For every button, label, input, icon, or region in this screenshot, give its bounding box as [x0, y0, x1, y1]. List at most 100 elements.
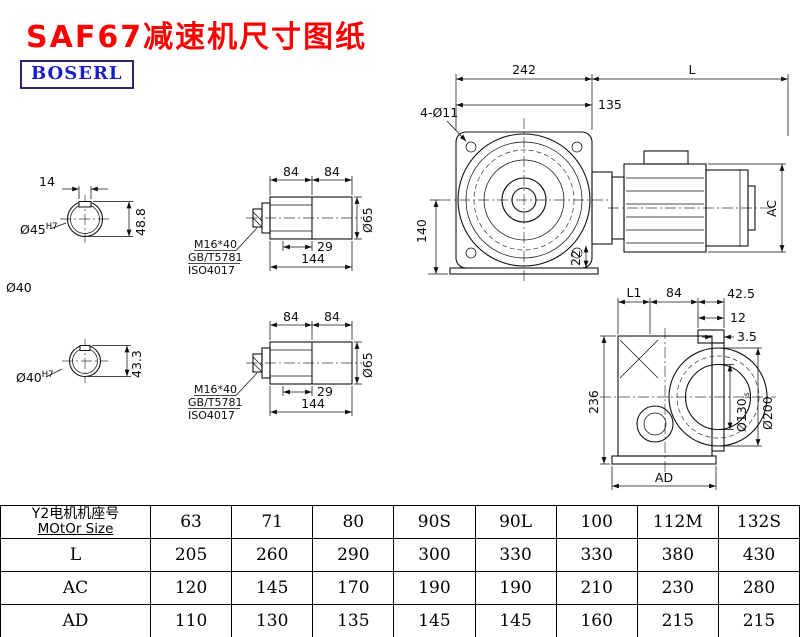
table-row-AD: AD 110 130 135 145 145 160 215 215 [0, 604, 800, 637]
front-view: 242 L 135 4-Ø11 140 22 AC [414, 62, 789, 284]
table-cell: 100 [555, 505, 638, 539]
note-bolt: M16*40 [194, 383, 237, 396]
dim-12: 12 [730, 310, 746, 325]
table-cell: 300 [393, 538, 476, 572]
table-cell: 71 [231, 505, 314, 539]
table-cell: 132S [717, 505, 800, 539]
dim-14: 14 [39, 174, 55, 189]
table-cell: 130 [231, 604, 314, 637]
dim-O200: Ø200 [760, 396, 775, 430]
dim-22: 22 [568, 250, 583, 266]
header-en: MOtOr Size [37, 521, 114, 538]
dimension-lines [600, 298, 762, 490]
table-row-L: L 205 260 290 300 330 330 380 430 [0, 538, 800, 572]
shaft-outline [68, 344, 102, 378]
note-standard-iso: ISO4017 [188, 409, 235, 422]
dim-42-5: 42.5 [727, 286, 755, 301]
dim-140: 140 [414, 219, 429, 243]
table-header-motor-size: Y2电机机座号 MOtOr Size [0, 505, 151, 539]
dim-43-3: 43.3 [129, 350, 144, 378]
shaft-detail-view-1: 84 84 29 144 Ø65 M16*40 GB/T5781 ISO4017 [188, 164, 375, 277]
motor-outline [591, 150, 756, 253]
dim-O65: Ø65 [360, 352, 375, 378]
table-cell: 260 [231, 538, 314, 572]
table-cell: 110 [149, 604, 233, 637]
shaft-outline [252, 196, 353, 240]
note-standard-gb: GB/T5781 [188, 251, 243, 264]
dim-144: 144 [301, 396, 325, 411]
table-cell: 330 [555, 538, 638, 572]
dim-AC: AC [764, 200, 779, 217]
table-cell: 135 [312, 604, 395, 637]
dimension-lines [45, 345, 131, 378]
dim-84-left: 84 [283, 164, 299, 179]
dim-84-right: 84 [324, 309, 340, 324]
shaft-end-view-1: 14 48.8 Ø45H7 Ø40 [6, 174, 148, 295]
table-cell: 380 [636, 538, 719, 572]
table-cell: 290 [312, 538, 395, 572]
table-cell: 280 [717, 571, 800, 605]
table-cell: 215 [717, 604, 800, 637]
dim-84-left: 84 [283, 309, 299, 324]
table-cell: 170 [312, 571, 395, 605]
table-row-label: AC [0, 571, 151, 605]
table-cell: 90S [393, 505, 476, 539]
table-cell: 90L [474, 505, 557, 539]
table-cell: 210 [555, 571, 638, 605]
table-cell: 160 [555, 604, 638, 637]
dimension-lines [188, 321, 362, 416]
shaft-outline [66, 200, 104, 238]
dim-144: 144 [301, 251, 325, 266]
table-cell: 80 [312, 505, 395, 539]
table-cell: 205 [149, 538, 233, 572]
table-cell: 190 [393, 571, 476, 605]
label-bore-O45H7: Ø45H7 [20, 222, 58, 237]
table-cell: 145 [231, 571, 314, 605]
housing-outline [611, 329, 768, 465]
table-cell: 215 [636, 604, 719, 637]
note-standard-iso: ISO4017 [188, 264, 235, 277]
dim-29: 29 [317, 239, 333, 254]
label-4xO11: 4-Ø11 [420, 105, 458, 120]
table-cell: 230 [636, 571, 719, 605]
dim-236: 236 [586, 390, 601, 414]
dim-84: 84 [666, 285, 682, 300]
table-cell: 112M [636, 505, 719, 539]
motor-size-table: Y2电机机座号 MOtOr Size 63 71 80 90S 90L 100 … [0, 505, 800, 637]
dim-O130: Ø130js [734, 392, 751, 432]
note-standard-gb: GB/T5781 [188, 396, 243, 409]
shaft-outline [252, 341, 353, 385]
table-cell: 430 [717, 538, 800, 572]
shaft-end-view-2: 43.3 Ø40H7 [16, 339, 144, 385]
table-row-AC: AC 120 145 170 190 190 210 230 280 [0, 571, 800, 605]
dim-AD: AD [655, 470, 673, 485]
table-cell: 145 [474, 604, 557, 637]
table-cell: 145 [393, 604, 476, 637]
dim-84-right: 84 [324, 164, 340, 179]
dim-135: 135 [598, 97, 622, 112]
dim-3-5: 3.5 [737, 329, 757, 344]
dimension-lines [428, 74, 789, 275]
shaft-detail-view-2: 84 84 29 144 Ø65 M16*40 GB/T5781 ISO4017 [188, 309, 375, 422]
label-O40: Ø40 [6, 280, 32, 295]
dim-O65: Ø65 [360, 207, 375, 233]
brand-logo: BOSERL [20, 60, 134, 89]
label-bore-O40H7: Ø40H7 [16, 370, 54, 385]
table-cell: 63 [149, 505, 233, 539]
table-cell: 120 [149, 571, 233, 605]
centerlines [600, 328, 776, 472]
table-row-label: L [0, 538, 151, 572]
centerlines [440, 118, 772, 284]
side-view: L1 84 42.5 12 3.5 236 Ø130js Ø200 AD [586, 285, 776, 490]
technical-drawing: 14 48.8 Ø45H7 Ø40 43.3 Ø40H7 [6, 62, 789, 490]
dimension-lines [188, 176, 362, 271]
dim-242: 242 [512, 62, 536, 77]
table-row-sizes: Y2电机机座号 MOtOr Size 63 71 80 90S 90L 100 … [0, 505, 800, 539]
dim-L: L [689, 62, 696, 77]
dim-L1: L1 [627, 285, 642, 300]
note-bolt: M16*40 [194, 238, 237, 251]
drawing-title: SAF67减速机尺寸图纸 [26, 20, 368, 55]
table-row-label: AD [0, 604, 151, 637]
table-cell: 330 [474, 538, 557, 572]
